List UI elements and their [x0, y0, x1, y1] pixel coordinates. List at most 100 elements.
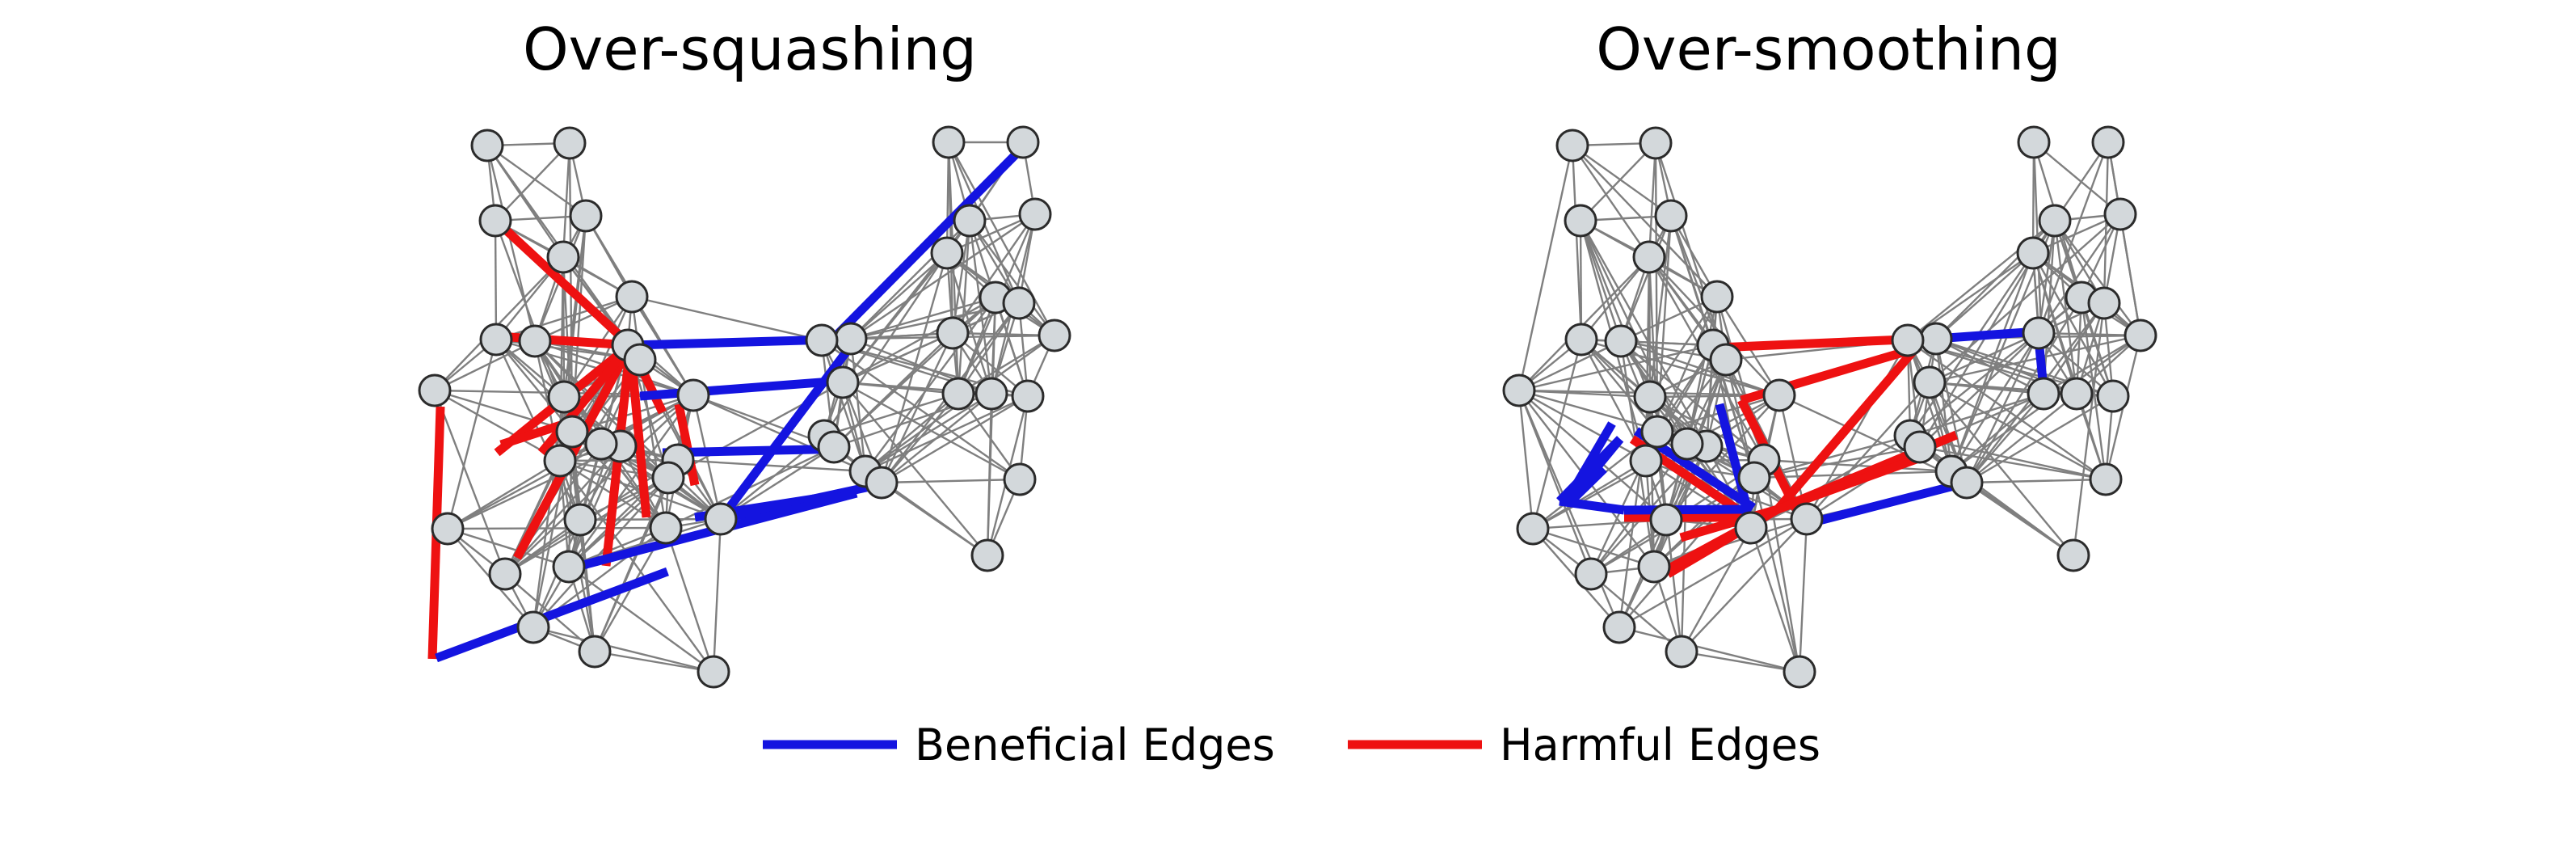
graph-node — [518, 324, 552, 358]
graph-edge — [850, 296, 996, 340]
graph-edge — [1763, 458, 1952, 473]
graph-node — [1002, 286, 1036, 320]
graph-node — [479, 323, 513, 357]
graph-node — [1564, 323, 1598, 357]
graph-edge — [594, 650, 714, 673]
graph-edge — [1798, 518, 1808, 673]
graph-edge — [532, 626, 714, 673]
graph-node — [1709, 343, 1743, 377]
graph-edge — [2119, 213, 2142, 336]
graph-edge — [2053, 220, 2078, 395]
graph-edge — [1571, 145, 1583, 340]
graph-edge — [1665, 395, 1780, 521]
graph-edge — [842, 331, 953, 384]
graph-edge — [1929, 381, 2107, 481]
graph-edge — [559, 460, 714, 673]
graph-edge — [1580, 142, 1656, 222]
over-squashing-panel: Over-squashing — [418, 15, 1071, 689]
over-smoothing-panel: Over-smoothing — [1502, 15, 2157, 689]
graph-edge — [1919, 332, 2039, 448]
graph-edge — [1966, 395, 2114, 484]
graph-node — [2027, 377, 2060, 411]
graph-edge — [1762, 459, 1801, 673]
graph-edge — [865, 393, 959, 472]
graph-node — [1670, 427, 1704, 461]
beneficial-edge — [1564, 421, 1616, 502]
graph-edge — [1929, 334, 2141, 384]
graph-node — [1629, 444, 1663, 478]
graph-edge — [1581, 339, 1658, 433]
graph-node — [936, 316, 970, 350]
graph-edge — [1648, 142, 1657, 258]
graph-node — [470, 129, 504, 162]
graph-edge — [881, 478, 1021, 484]
graph-edge — [881, 393, 992, 483]
graph-node — [478, 204, 512, 238]
graph-edge — [880, 252, 949, 483]
graph-edge — [447, 527, 570, 568]
graph-node — [1564, 204, 1597, 238]
graph-edge — [951, 220, 971, 334]
graph-node — [488, 557, 522, 591]
graph-node — [2089, 462, 2123, 496]
graph-node — [651, 461, 685, 495]
graph-node — [2017, 125, 2051, 159]
beneficial-edge — [631, 335, 833, 350]
graph-edge — [1532, 459, 1647, 530]
graph-node — [1783, 655, 1816, 689]
graph-edge — [1909, 392, 2044, 437]
graph-edge — [2080, 297, 2115, 397]
graph-node — [865, 466, 899, 500]
over-squashing-highlighted-edges — [427, 141, 1029, 663]
beneficial-edge — [435, 567, 669, 663]
graph-edge — [1618, 626, 1800, 673]
graph-edge — [821, 340, 1021, 480]
over-smoothing-nodes — [1502, 125, 2157, 689]
graph-edge — [986, 393, 993, 556]
graph-node — [649, 511, 683, 545]
graph-node — [1734, 511, 1768, 545]
graph-node — [941, 377, 975, 411]
graph-edge — [833, 332, 953, 448]
graph-node — [974, 377, 1008, 411]
graph-edge — [881, 393, 959, 483]
graph-node — [953, 204, 987, 238]
graph-edge — [593, 477, 670, 652]
graph-edge — [2043, 334, 2141, 395]
graph-node — [1011, 379, 1045, 413]
graph-node — [1640, 415, 1674, 449]
graph-edge — [1919, 445, 2107, 481]
graph-edge — [1649, 395, 1765, 462]
graph-edge — [446, 339, 498, 530]
graph-edge — [1518, 389, 1647, 462]
beneficial-edge — [1799, 479, 1965, 530]
graph-node — [805, 323, 839, 357]
graph-edge — [2038, 331, 2141, 337]
graph-edge — [958, 302, 1020, 395]
legend: Beneficial Edges Harmful Edges — [763, 720, 1820, 770]
graph-node — [2056, 538, 2090, 572]
graph-edge — [1517, 145, 1574, 391]
graph-node — [2038, 204, 2072, 238]
graph-node — [547, 380, 581, 414]
graph-edge — [1966, 393, 2077, 483]
graph-edge — [842, 296, 996, 384]
graph-edge — [842, 382, 988, 556]
graph-node — [1038, 319, 1071, 352]
graph-edge — [947, 141, 1056, 336]
harmful-edge — [674, 403, 700, 487]
harmful-edge — [513, 343, 634, 560]
graph-edge — [1517, 390, 1621, 628]
harmful-edge — [1776, 452, 1925, 514]
graph-node — [553, 126, 587, 160]
graph-node — [1665, 635, 1698, 669]
graph-edge — [1929, 331, 2039, 384]
over-squashing-nodes — [418, 125, 1071, 689]
graph-edge — [664, 527, 715, 673]
graph-edge — [969, 220, 1055, 336]
graph-edge — [958, 334, 1055, 395]
graph-edge — [1518, 389, 1765, 462]
graph-edge — [631, 295, 823, 342]
graph-edge — [850, 252, 948, 340]
